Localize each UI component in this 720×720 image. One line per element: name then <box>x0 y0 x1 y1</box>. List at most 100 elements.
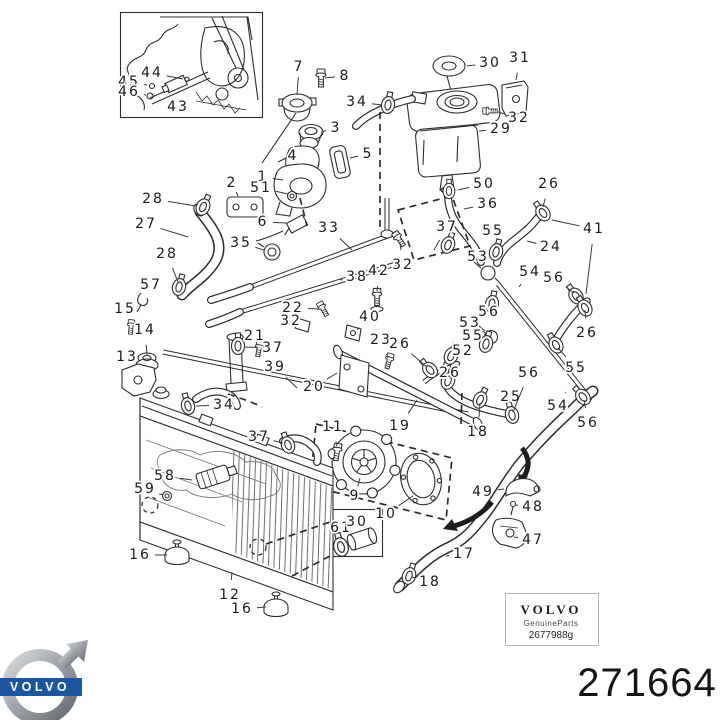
callout-leader <box>399 242 402 251</box>
callout-leader <box>166 75 184 80</box>
callout-label: 59 <box>134 481 156 497</box>
callout-label: 39 <box>264 359 286 375</box>
bolt-icon <box>371 287 383 307</box>
callout-label: 14 <box>134 322 156 338</box>
callout-label: 35 <box>230 235 252 251</box>
callout-leader <box>497 111 505 115</box>
callout-label: 32 <box>280 313 302 329</box>
callout-leader <box>256 606 267 609</box>
bracket-47 <box>491 517 528 549</box>
callout-label: 32 <box>392 257 414 273</box>
callout-label: 3 <box>331 120 342 136</box>
logo-wordmark: VOLVO <box>10 680 70 694</box>
clamp-icon <box>379 90 398 116</box>
hook-57 <box>136 292 149 313</box>
callout-label: 55 <box>462 328 484 344</box>
callout-label: 26 <box>576 325 598 341</box>
callout-label: 11 <box>322 419 344 435</box>
callout-label: 41 <box>583 221 605 237</box>
callout-label: 30 <box>479 55 501 71</box>
callout-label: 26 <box>439 365 461 381</box>
callout-label: 61 <box>330 520 352 536</box>
callout-leader <box>335 441 338 447</box>
callout-label: 38 <box>346 269 368 285</box>
callout-label: 37 <box>248 429 270 445</box>
callout-label: 52 <box>452 343 474 359</box>
callout-label: 27 <box>135 216 157 232</box>
callout-label: 8 <box>340 68 351 84</box>
callout-leader <box>179 477 193 481</box>
callout-leader <box>513 536 519 539</box>
callout-leader <box>159 493 164 496</box>
callout-label: 57 <box>140 277 162 293</box>
callout-leader <box>398 495 414 507</box>
brand-box-code: 2677988g <box>529 630 574 641</box>
callout-label: 54 <box>519 264 541 280</box>
callout-label: 20 <box>303 379 325 395</box>
callout-label: 12 <box>219 587 241 603</box>
heater-pipes <box>162 198 469 417</box>
callout-label: 33 <box>318 220 340 236</box>
callout-label: 46 <box>118 84 140 100</box>
callout-label: 45 <box>118 74 140 90</box>
callout-leader <box>411 576 416 579</box>
clip-32 <box>294 317 311 333</box>
flange-20 <box>338 354 370 398</box>
mount-16 <box>164 539 190 566</box>
callout-label: 21 <box>244 328 266 344</box>
callout-leader <box>339 238 353 251</box>
callout-leader <box>457 186 470 191</box>
callout-label: 58 <box>154 468 176 484</box>
callout-label: 23 <box>370 332 392 348</box>
mount-16 <box>263 591 289 618</box>
callout-leader <box>371 103 383 106</box>
callout-label: 9 <box>350 488 361 504</box>
clamp-icon <box>177 391 198 417</box>
callout-label: 55 <box>565 360 587 376</box>
callout-label: 16 <box>231 601 253 617</box>
callout-label: 32 <box>508 110 530 126</box>
callout-leader <box>230 571 233 581</box>
callout-label: 53 <box>467 249 489 265</box>
callout-leader <box>272 221 287 224</box>
gasket-10 <box>400 452 443 506</box>
callout-leader <box>172 267 179 283</box>
expansion-tank <box>352 55 529 266</box>
callout-leader <box>385 353 389 359</box>
callout-leader <box>296 76 299 96</box>
callout-label: 4 <box>288 148 299 164</box>
callout-leader <box>542 198 546 208</box>
brand-box: VOLVO GenuineParts 2677988g <box>505 593 599 646</box>
callout-leader <box>349 155 359 159</box>
callout-label: 6 <box>258 214 269 230</box>
callout-leader <box>273 440 284 444</box>
callout-leader <box>584 309 587 319</box>
callout-label: 34 <box>213 397 235 413</box>
hose-bracket-group <box>443 446 541 549</box>
callout-leader <box>376 285 379 292</box>
callout-label: 13 <box>116 349 138 365</box>
brand-box-subtitle: GenuineParts <box>524 619 579 628</box>
callout-leader <box>478 129 487 132</box>
bolt-fasteners <box>125 68 498 462</box>
callout-label: 44 <box>141 65 163 81</box>
callout-label: 7 <box>294 59 305 75</box>
callout-label: 15 <box>114 301 136 317</box>
callout-label: 2 <box>227 175 238 191</box>
callout-label: 5 <box>363 146 374 162</box>
callout-label: 43 <box>167 99 189 115</box>
callout-label: 30 <box>346 514 368 530</box>
callout-leader <box>320 130 327 133</box>
callout-leader <box>583 399 586 409</box>
callout-leader <box>167 200 197 207</box>
clamp-icon <box>416 355 441 382</box>
callout-leader <box>145 344 148 356</box>
callout-label: 51 <box>250 180 272 196</box>
volvo-logo: VOLVO <box>0 640 88 720</box>
callout-label: 55 <box>482 223 504 239</box>
bolt-icon <box>382 352 396 370</box>
outlet-pipe-19 <box>332 344 484 432</box>
gasket-5 <box>329 145 351 179</box>
